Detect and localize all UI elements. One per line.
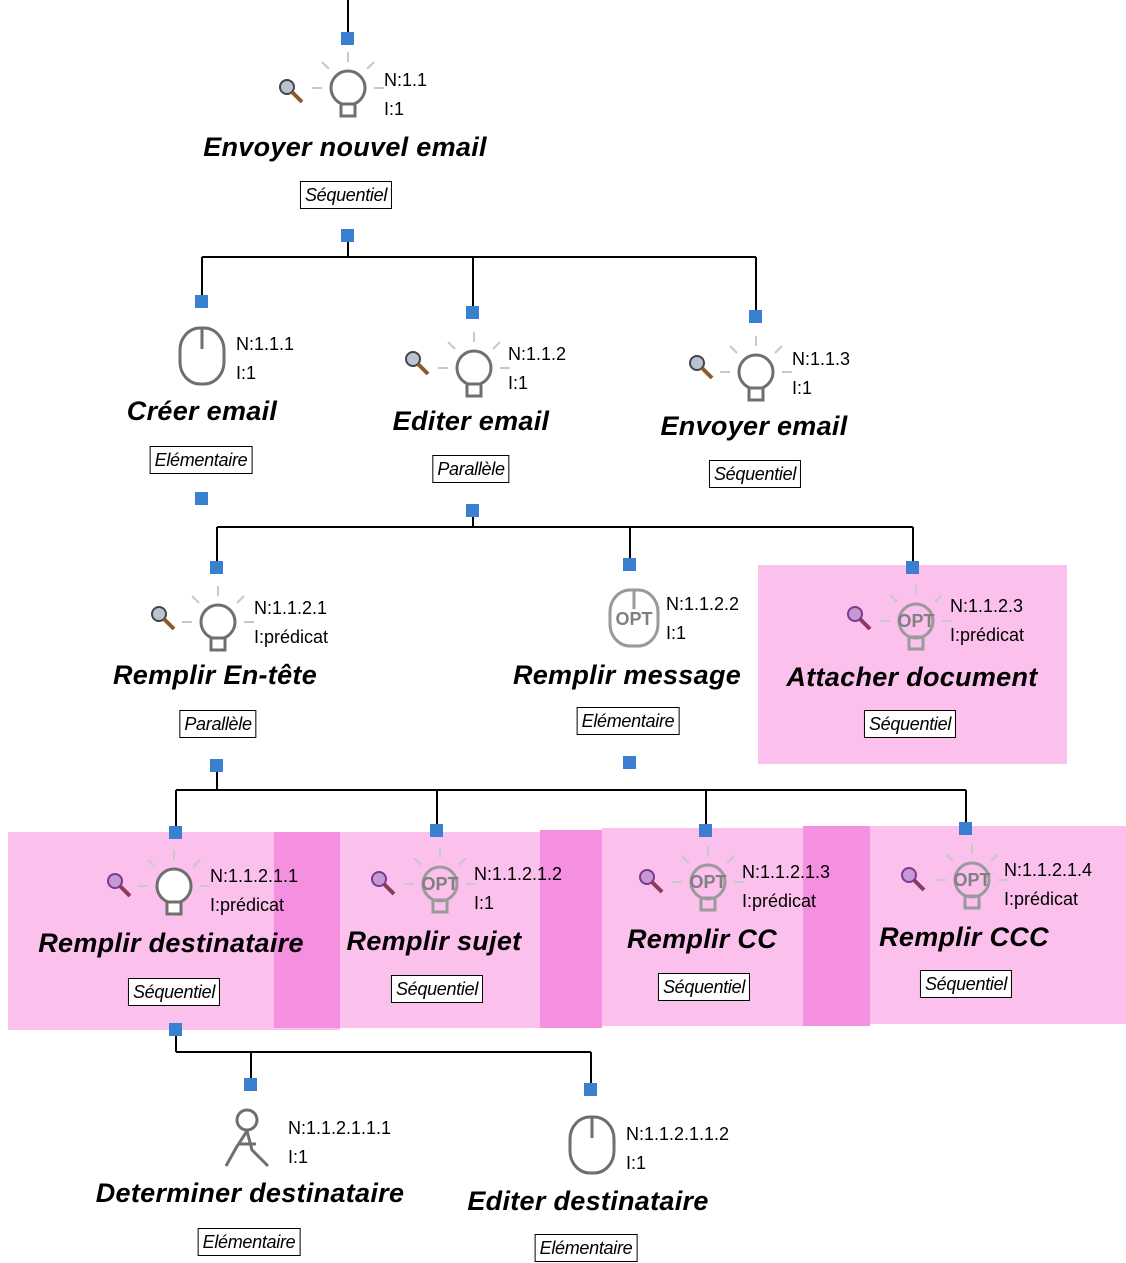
operator-badge: Parallèle xyxy=(179,710,257,738)
connection-port[interactable] xyxy=(466,504,479,517)
connection-port[interactable] xyxy=(210,759,223,772)
user-task-icon xyxy=(222,1106,272,1177)
node-title: Editer email xyxy=(392,406,550,436)
connection-port[interactable] xyxy=(699,824,712,837)
connection-port[interactable] xyxy=(623,756,636,769)
node-title: Remplir destinataire xyxy=(38,928,304,958)
node-title: Remplir sujet xyxy=(346,926,522,956)
abstract-task-icon xyxy=(136,848,212,929)
operator-badge: Elémentaire xyxy=(534,1234,638,1262)
magnifier-icon xyxy=(686,352,714,385)
node-title: Envoyer nouvel email xyxy=(203,132,487,162)
svg-text:OPT: OPT xyxy=(689,872,726,892)
node-title: Editer destinataire xyxy=(467,1186,709,1216)
svg-text:OPT: OPT xyxy=(953,870,990,890)
magnifier-icon xyxy=(636,866,664,899)
mouse-interaction-icon xyxy=(176,325,228,392)
node-title: Remplir message xyxy=(512,660,742,690)
connection-port[interactable] xyxy=(169,1023,182,1036)
magnifier-icon xyxy=(368,868,396,901)
abstract-task-icon xyxy=(180,584,256,665)
connection-port[interactable] xyxy=(466,306,479,319)
operator-badge: Elémentaire xyxy=(197,1228,301,1256)
magnifier-icon xyxy=(898,864,926,897)
connection-port[interactable] xyxy=(623,558,636,571)
magnifier-icon xyxy=(844,603,872,636)
connection-port[interactable] xyxy=(244,1078,257,1091)
connection-port[interactable] xyxy=(195,492,208,505)
connection-port[interactable] xyxy=(584,1083,597,1096)
abstract-task-icon xyxy=(310,50,386,131)
abstract-task-icon xyxy=(436,330,512,411)
node-title: Attacher document xyxy=(786,662,1038,692)
highlight-overlap xyxy=(803,826,870,1026)
connection-port[interactable] xyxy=(959,822,972,835)
magnifier-icon xyxy=(402,348,430,381)
optional-interaction-icon: OPT xyxy=(606,587,662,654)
svg-text:OPT: OPT xyxy=(615,609,652,629)
connection-port[interactable] xyxy=(210,561,223,574)
operator-badge: Elémentaire xyxy=(149,446,253,474)
operator-badge: Parallèle xyxy=(432,455,510,483)
connection-port[interactable] xyxy=(195,295,208,308)
operator-badge: Séquentiel xyxy=(919,970,1013,998)
connection-port[interactable] xyxy=(430,824,443,837)
node-title: Envoyer email xyxy=(660,411,848,441)
node-title: Remplir CC xyxy=(626,924,778,954)
optional-abstract-task-icon: OPT xyxy=(878,583,954,664)
operator-badge: Elémentaire xyxy=(576,707,680,735)
connection-port[interactable] xyxy=(906,561,919,574)
optional-abstract-task-icon: OPT xyxy=(670,844,746,925)
operator-badge: Séquentiel xyxy=(657,973,751,1001)
node-title: Remplir CCC xyxy=(879,922,1049,952)
operator-badge: Séquentiel xyxy=(708,460,802,488)
node-title: Determiner destinataire xyxy=(95,1178,405,1208)
mouse-interaction-icon xyxy=(566,1114,618,1181)
optional-abstract-task-icon: OPT xyxy=(934,842,1010,923)
node-title: Remplir En-tête xyxy=(112,660,318,690)
svg-text:OPT: OPT xyxy=(421,874,458,894)
magnifier-icon xyxy=(148,603,176,636)
highlight-overlap xyxy=(274,832,340,1028)
connection-port[interactable] xyxy=(169,826,182,839)
abstract-task-icon xyxy=(718,334,794,415)
magnifier-icon xyxy=(104,870,132,903)
operator-badge: Séquentiel xyxy=(390,975,484,1003)
magnifier-icon xyxy=(276,76,304,109)
operator-badge: Séquentiel xyxy=(127,978,221,1006)
operator-badge: Séquentiel xyxy=(863,710,957,738)
node-title: Créer email xyxy=(126,396,278,426)
highlight-overlap xyxy=(540,830,602,1028)
svg-text:OPT: OPT xyxy=(897,611,934,631)
connection-port[interactable] xyxy=(341,32,354,45)
connection-port[interactable] xyxy=(341,229,354,242)
operator-badge: Séquentiel xyxy=(299,181,393,209)
connection-port[interactable] xyxy=(749,310,762,323)
optional-abstract-task-icon: OPT xyxy=(402,846,478,927)
